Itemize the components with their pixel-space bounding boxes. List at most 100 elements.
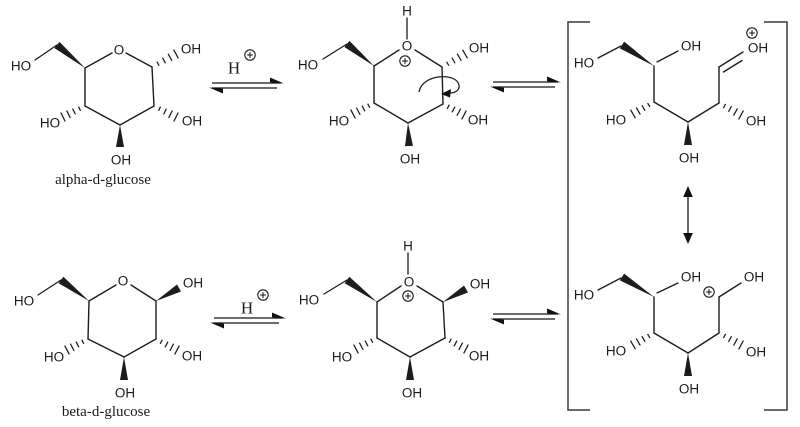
bond <box>88 284 117 302</box>
bond <box>442 301 446 339</box>
oh-label: OH <box>402 386 422 401</box>
bond <box>441 66 444 105</box>
ho-label: HO <box>574 288 594 303</box>
oh-label: OH <box>748 41 768 56</box>
bond <box>84 105 121 126</box>
reverse-arrowhead-icon <box>209 87 223 94</box>
plus-charge-icon <box>402 290 414 302</box>
ring-oxygen-label: O <box>114 43 125 58</box>
curved-arrowhead-icon <box>441 89 451 98</box>
ho-label: HO <box>40 116 60 131</box>
c4-ho-hash-bond <box>353 338 374 354</box>
bond <box>687 102 720 123</box>
bond <box>151 66 155 107</box>
c4-ho-hash-bond <box>60 106 82 122</box>
c5-ch2oh-wedge-bond <box>619 41 654 66</box>
ho-label: HO <box>14 294 34 309</box>
bond <box>656 282 679 294</box>
oh-wedge-bond <box>684 353 692 376</box>
electron-flow-curved-arrow-icon <box>418 75 460 94</box>
anomeric-oh-wedge-bond <box>443 285 468 302</box>
ho-label: HO <box>11 59 31 74</box>
equilibrium-arrow-protonation-top: H <box>209 49 284 94</box>
bond <box>597 277 622 291</box>
protonated-beta-glucose-structure: H O HO OH OH HO OH <box>299 239 490 401</box>
bond <box>123 338 157 358</box>
resonance-brackets <box>567 21 788 411</box>
c5-ch2oh-wedge-bond <box>619 273 654 297</box>
bond <box>376 337 411 358</box>
oh-label: OH <box>679 151 699 166</box>
reverse-arrowhead-icon <box>490 86 504 93</box>
forward-arrowhead-icon <box>270 77 284 84</box>
reverse-arrowhead-icon <box>490 318 504 325</box>
c3-oh-wedge-bond <box>406 357 414 380</box>
oh-label: OH <box>182 114 202 129</box>
ring-oxygen-label: O <box>118 274 129 289</box>
right-bracket <box>764 21 788 411</box>
open-chain-oxocarbenium-structure: HO OH HO OH OH OH <box>574 27 768 166</box>
open-chain-carbocation-structure: HO OH HO OH OH OH <box>574 270 766 397</box>
bond <box>37 279 62 296</box>
ho-label: HO <box>606 344 626 359</box>
ho-label: HO <box>44 350 64 365</box>
anomeric-oh-wedge-bond <box>156 284 181 301</box>
oh-label: OH <box>746 345 766 360</box>
oh-hash-bond <box>722 103 744 120</box>
ho-hash-bond <box>629 102 651 119</box>
beta-d-glucose-structure: HO O OH OH HO OH beta-d-glucose <box>14 274 203 421</box>
bond <box>656 50 679 63</box>
ring-oxygen-label: O <box>402 39 413 54</box>
c-o-double-bond <box>718 51 744 68</box>
c2-oh-hash-bond <box>446 104 467 120</box>
anomeric-oh-hash-bond <box>446 49 469 67</box>
plus-charge-icon <box>399 55 411 67</box>
c2-oh-hash-bond <box>159 339 180 355</box>
resonance-arrow <box>683 186 693 244</box>
bond <box>119 105 155 126</box>
bond <box>130 284 157 302</box>
protonated-alpha-glucose-structure: H O HO OH OH HO OH <box>298 4 489 167</box>
equilibrium-arrow-ring-opening-bottom <box>490 308 561 325</box>
c3-oh-wedge-bond <box>116 125 124 147</box>
bond <box>87 300 90 340</box>
oh-wedge-bond <box>684 122 692 145</box>
c2-oh-hash-bond <box>448 338 469 354</box>
oh-label: OH <box>469 41 489 56</box>
equilibrium-arrow-protonation-bottom: H <box>210 289 286 329</box>
c2-oh-hash-bond <box>157 106 179 122</box>
bond <box>87 338 125 358</box>
ho-label: HO <box>574 56 594 71</box>
ring-oxygen-label: O <box>404 275 415 290</box>
c5-ch2oh-wedge-bond <box>344 276 377 302</box>
forward-arrowhead-icon <box>547 76 561 83</box>
bond <box>653 101 689 123</box>
plus-charge-icon <box>746 27 758 39</box>
left-bracket <box>567 21 590 411</box>
oh-label: OH <box>182 349 202 364</box>
proton-label: H <box>228 59 240 78</box>
ho-label: HO <box>606 113 626 128</box>
oh-label: OH <box>746 114 766 129</box>
c-oh-single-bond <box>718 282 742 298</box>
ho-hash-bond <box>629 333 651 350</box>
c-o-double-bond <box>722 59 743 73</box>
anomeric-oh-hash-bond <box>156 49 179 67</box>
bond <box>416 285 444 303</box>
proton-label: H <box>241 299 253 318</box>
plus-charge-icon <box>257 289 269 301</box>
bond <box>373 49 400 67</box>
oh-label: OH <box>681 39 701 54</box>
bond <box>687 332 720 354</box>
ho-label: HO <box>298 58 318 73</box>
bond <box>376 285 402 303</box>
bond <box>322 43 348 60</box>
oh-label: OH <box>681 270 701 285</box>
oh-label: OH <box>469 349 489 364</box>
resonance-arrowhead-down-icon <box>683 233 693 244</box>
molecule-name-beta: beta-d-glucose <box>62 404 151 420</box>
c4-ho-hash-bond <box>64 339 85 355</box>
bond <box>34 44 58 61</box>
plus-charge-icon <box>244 49 256 61</box>
